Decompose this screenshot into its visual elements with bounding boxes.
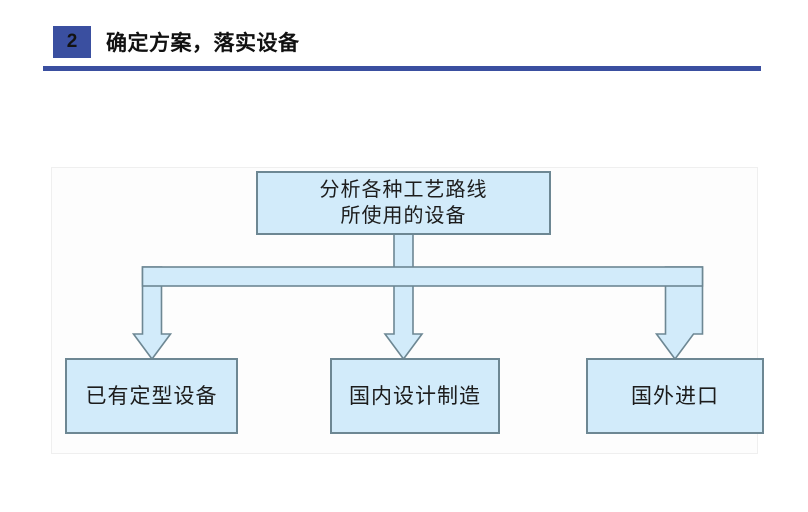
connector-joint-left <box>144 268 161 285</box>
connector-joint-right <box>667 268 684 285</box>
slide-footer-space <box>0 454 808 512</box>
flow-node-foreign-import-label: 国外进口 <box>631 383 719 408</box>
flow-node-domestic-manufacture-label: 国内设计制造 <box>349 383 481 408</box>
flow-node-root-line1: 分析各种工艺路线 <box>319 177 488 202</box>
section-number-badge: 2 <box>53 26 91 58</box>
connector-left-arrow <box>131 266 173 361</box>
flow-node-root-line2: 所使用的设备 <box>340 203 467 227</box>
connector-right-arrow <box>654 266 704 361</box>
flow-node-root[interactable]: 分析各种工艺路线 所使用的设备 <box>256 171 551 235</box>
slide-header: 2 确定方案，落实设备 <box>0 0 808 78</box>
flow-node-root-text: 分析各种工艺路线 所使用的设备 <box>320 177 488 228</box>
flow-node-foreign-import[interactable]: 国外进口 <box>586 358 764 434</box>
header-divider <box>43 66 761 71</box>
flow-node-domestic-manufacture[interactable]: 国内设计制造 <box>330 358 500 434</box>
connector-center-arrow <box>383 231 424 361</box>
connector-joint-center <box>395 268 412 285</box>
diagram-panel: 分析各种工艺路线 所使用的设备 已有定型设备 国内设计制造 国外进口 <box>51 167 764 454</box>
flow-node-existing-equipment-label: 已有定型设备 <box>85 383 218 408</box>
connector-horizontal-bar <box>141 266 704 287</box>
flow-node-existing-equipment[interactable]: 已有定型设备 <box>65 358 238 434</box>
page-title: 确定方案，落实设备 <box>106 31 300 55</box>
